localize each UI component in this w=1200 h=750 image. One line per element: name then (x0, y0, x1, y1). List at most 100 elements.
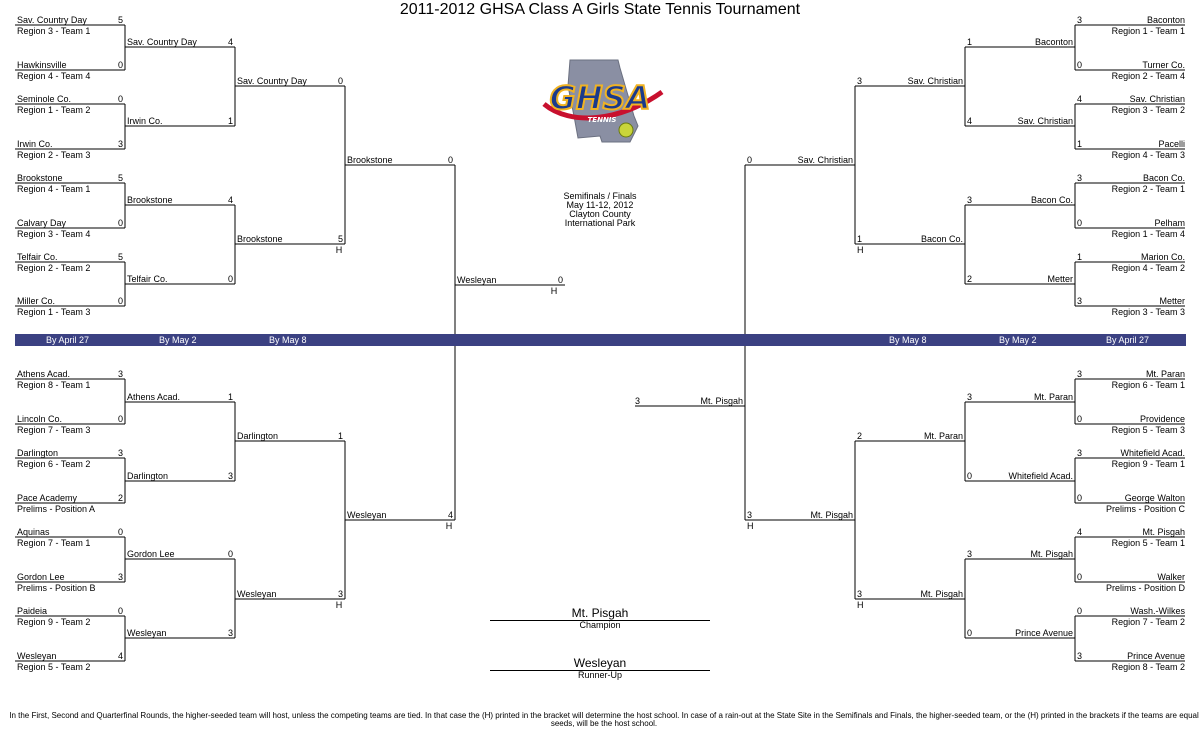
team-name: Gordon Lee (17, 572, 65, 582)
team-seed: Region 8 - Team 2 (1111, 662, 1185, 672)
team-name: Seminole Co. (17, 94, 72, 104)
team-score: 5 (117, 252, 123, 262)
team-score: 1 (967, 37, 973, 47)
team-score: 0 (967, 628, 973, 638)
team-score: 0 (337, 76, 343, 86)
team-score: 3 (857, 76, 863, 86)
team-score: 2 (967, 274, 973, 284)
champion-label: Champion (579, 620, 621, 630)
team-seed: Region 2 - Team 2 (17, 263, 91, 273)
team-name: Mt. Paran (1033, 392, 1073, 402)
team-score: 3 (747, 510, 753, 520)
team-score: 3 (1077, 15, 1083, 25)
team-seed: Region 1 - Team 1 (1111, 26, 1185, 36)
team-seed: Region 8 - Team 1 (17, 380, 91, 390)
team-name: Whitefield Acad. (1008, 471, 1073, 481)
team-seed: Prelims - Position C (1105, 504, 1185, 514)
team-seed: Region 3 - Team 4 (17, 229, 91, 239)
team-seed: Region 4 - Team 4 (17, 71, 91, 81)
team-name: Wesleyan (127, 628, 167, 638)
team-score: 4 (447, 510, 453, 520)
team-name: Marion Co. (1140, 252, 1185, 262)
team-seed: Region 9 - Team 2 (17, 617, 91, 627)
host-marker: H (747, 521, 754, 531)
team-score: 2 (117, 493, 123, 503)
round-label-right-2: By May 2 (999, 335, 1037, 345)
team-score: 0 (1077, 60, 1083, 70)
team-name: Wesleyan (17, 651, 57, 661)
team-name: Prince Avenue (1015, 628, 1073, 638)
team-name: Brookstone (127, 195, 173, 205)
team-name: Prince Avenue (1127, 651, 1185, 661)
team-score: 3 (1077, 369, 1083, 379)
team-name: Mt. Pisgah (1030, 549, 1073, 559)
team-score: 1 (227, 392, 233, 402)
team-score: 3 (1077, 651, 1083, 661)
team-seed: Region 4 - Team 2 (1111, 263, 1185, 273)
team-score: 0 (117, 94, 123, 104)
team-name: Darlington (237, 431, 279, 441)
team-name: Sav. Country Day (17, 15, 87, 25)
team-score: 0 (117, 296, 123, 306)
champion-name: Mt. Pisgah (571, 606, 629, 620)
semifinals-venue-line1: Clayton County (569, 209, 631, 219)
team-name: Bacon Co. (1142, 173, 1185, 183)
team-name: Mt. Pisgah (1142, 527, 1185, 537)
team-score: 0 (1077, 572, 1083, 582)
round-label-right-1: By April 27 (1106, 335, 1150, 345)
team-name: Aquinas (17, 527, 50, 537)
team-seed: Region 1 - Team 2 (17, 105, 91, 115)
logo-subtext: TENNIS (588, 116, 617, 124)
team-score: 3 (117, 369, 123, 379)
team-seed: Region 2 - Team 4 (1111, 71, 1185, 81)
team-score: 3 (1077, 296, 1083, 306)
team-name: Irwin Co. (127, 116, 163, 126)
team-name: Brookstone (17, 173, 63, 183)
team-name: Mt. Paran (1145, 369, 1185, 379)
team-score: 0 (1077, 493, 1083, 503)
team-name: Telfair Co. (127, 274, 168, 284)
team-name: Darlington (17, 448, 59, 458)
team-score: 4 (967, 116, 973, 126)
team-name: Sav. Christian (907, 76, 963, 86)
team-name: Darlington (127, 471, 169, 481)
team-score: 0 (1077, 218, 1083, 228)
team-score: 0 (227, 549, 233, 559)
team-score: 3 (117, 139, 123, 149)
round-label-right-3: By May 8 (889, 335, 927, 345)
semifinals-label: Semifinals / Finals (563, 191, 637, 201)
team-seed: Region 7 - Team 1 (17, 538, 91, 548)
team-score: 5 (337, 234, 343, 244)
team-score: 4 (227, 195, 233, 205)
team-seed: Region 3 - Team 2 (1111, 105, 1185, 115)
team-score: 0 (117, 527, 123, 537)
team-score: 4 (1077, 527, 1083, 537)
team-score: 0 (1077, 606, 1083, 616)
team-score: 3 (117, 448, 123, 458)
team-name: Providence (1139, 414, 1185, 424)
team-name: Calvary Day (17, 218, 67, 228)
team-name: Pace Academy (17, 493, 78, 503)
team-seed: Region 1 - Team 3 (17, 307, 91, 317)
team-score: 4 (227, 37, 233, 47)
team-score: 1 (1077, 139, 1083, 149)
team-name: Metter (1047, 274, 1073, 284)
champion-line (490, 620, 710, 621)
team-score: 2 (857, 431, 863, 441)
team-score: 3 (1077, 448, 1083, 458)
runner-up-name: Wesleyan (573, 656, 627, 670)
team-score: 3 (1077, 173, 1083, 183)
team-name: Mt. Paran (923, 431, 963, 441)
round-band (15, 334, 1186, 346)
team-score: 3 (967, 392, 973, 402)
team-name: Brookstone (237, 234, 283, 244)
semifinals-venue-line2: International Park (564, 218, 636, 228)
team-seed: Region 4 - Team 1 (17, 184, 91, 194)
page-title: 2011-2012 GHSA Class A Girls State Tenni… (399, 1, 801, 18)
runner-up-label: Runner-Up (577, 670, 623, 680)
team-name: Sav. Christian (1129, 94, 1185, 104)
semifinals-info: Semifinals / Finals May 11-12, 2012 Clay… (540, 192, 660, 228)
team-seed: Region 3 - Team 3 (1111, 307, 1185, 317)
team-score: 0 (447, 155, 453, 165)
